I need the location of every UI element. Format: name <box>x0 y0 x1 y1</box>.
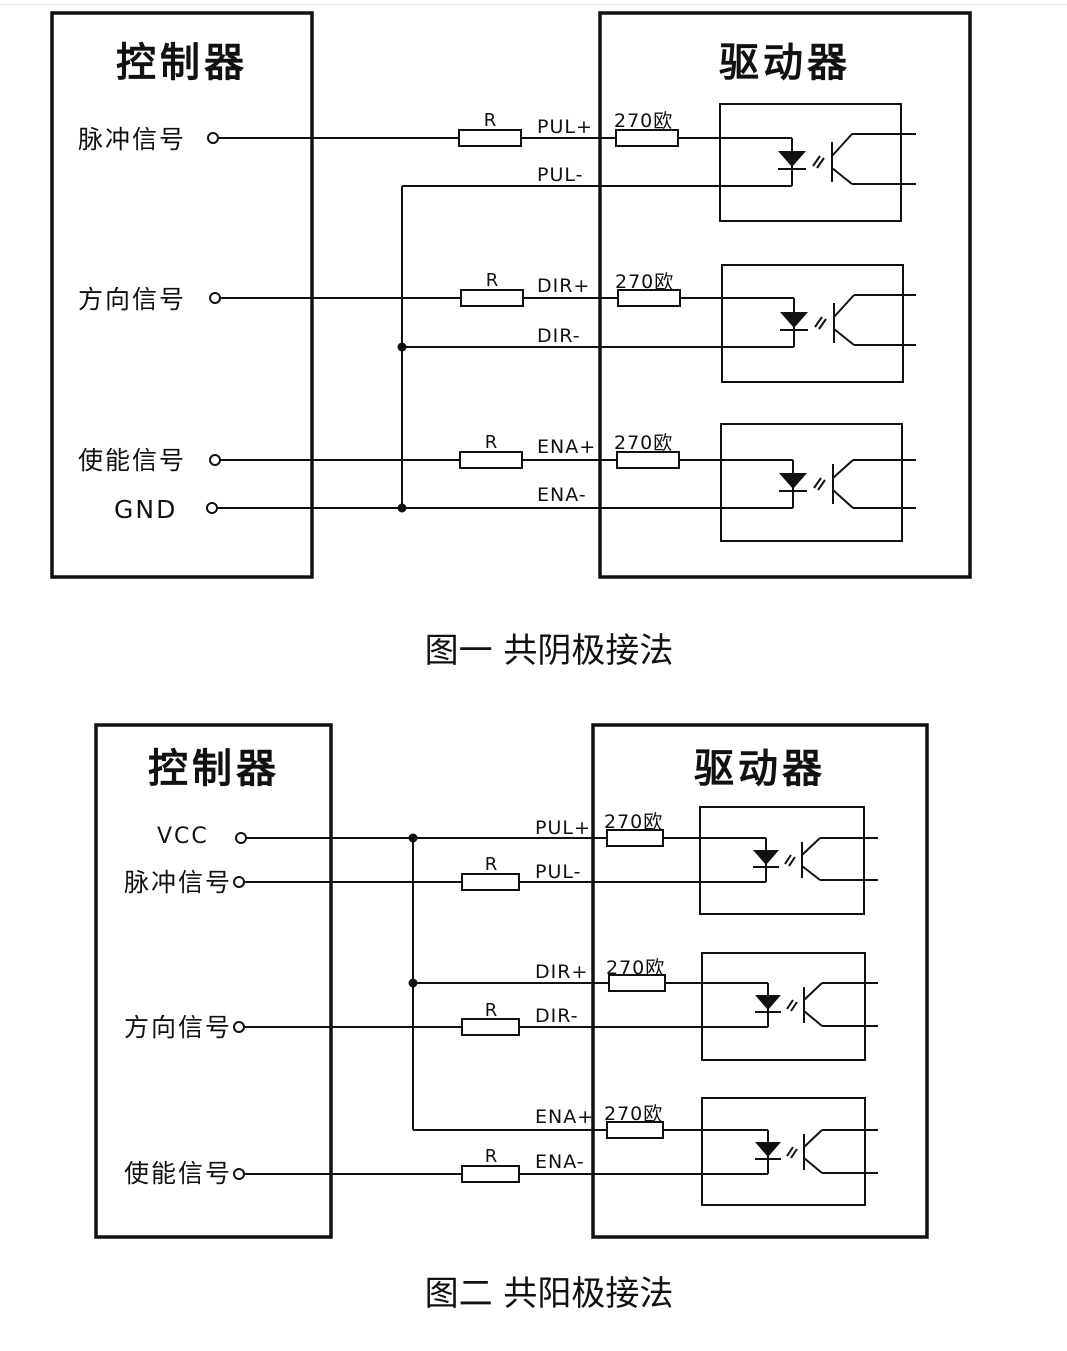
junction-dot <box>397 342 407 352</box>
resistor <box>461 1165 520 1183</box>
resistor <box>461 1018 520 1036</box>
top-rule <box>0 4 1067 5</box>
terminal <box>207 132 219 144</box>
signal-label-pulse: 脉冲信号 <box>124 868 232 897</box>
junction-dot <box>408 978 418 988</box>
signal-label-enable: 使能信号 <box>124 1159 232 1188</box>
pin-label-pul-minus: PUL- <box>537 164 583 186</box>
pin-label-dir-plus: DIR+ <box>537 275 590 297</box>
pin-label-pul-plus: PUL+ <box>537 116 593 138</box>
signal-label-vcc: VCC <box>157 824 209 849</box>
signal-label-pulse: 脉冲信号 <box>78 125 186 154</box>
internal-resistor <box>615 129 679 147</box>
signal-label-direction: 方向信号 <box>78 285 186 314</box>
controller-box <box>50 11 314 579</box>
internal-resistor-label: 270欧 <box>604 1103 663 1125</box>
resistor <box>460 289 524 307</box>
terminal <box>233 1021 245 1033</box>
internal-resistor <box>608 974 666 992</box>
pin-label-ena-minus: ENA- <box>535 1151 585 1173</box>
controller-box <box>94 723 333 1239</box>
internal-resistor <box>617 289 681 307</box>
resistor <box>461 873 520 891</box>
driver-title: 驱动器 <box>719 40 851 86</box>
internal-resistor-label: 270欧 <box>604 811 663 833</box>
driver-box <box>591 723 929 1239</box>
junction-dot <box>408 833 418 843</box>
resistor-label: R <box>485 1000 498 1021</box>
internal-resistor-label: 270欧 <box>615 271 674 293</box>
signal-label-enable: 使能信号 <box>78 446 186 475</box>
resistor-label: R <box>485 1146 498 1167</box>
internal-resistor-label: 270欧 <box>614 432 673 454</box>
signal-label-direction: 方向信号 <box>124 1013 232 1042</box>
terminal <box>206 502 218 514</box>
optocoupler-icon <box>720 423 916 542</box>
optocoupler-icon <box>721 264 916 383</box>
signal-label-gnd: GND <box>114 495 177 524</box>
resistor <box>458 129 522 147</box>
pin-label-pul-plus: PUL+ <box>535 817 591 839</box>
figure-2-common-anode: 控制器 驱动器 VCC 脉冲信号 方向信号 使能信号 R R R PUL+ PU… <box>94 723 929 1314</box>
terminal <box>209 292 221 304</box>
optocoupler-icon <box>699 806 878 915</box>
controller-title: 控制器 <box>148 746 280 792</box>
terminal <box>233 1168 245 1180</box>
resistor-label: R <box>486 270 499 291</box>
terminal <box>235 832 247 844</box>
pin-label-dir-plus: DIR+ <box>535 961 588 983</box>
caption-figure-1: 图一 共阴极接法 <box>425 631 674 671</box>
caption-figure-2: 图二 共阳极接法 <box>425 1274 674 1314</box>
internal-resistor-label: 270欧 <box>606 957 665 979</box>
resistor-label: R <box>485 854 498 875</box>
optocoupler-icon <box>719 103 916 222</box>
terminal <box>209 454 221 466</box>
optocoupler-icon <box>701 1097 878 1206</box>
resistor-label: R <box>485 432 498 453</box>
resistor <box>459 451 523 469</box>
pin-label-ena-plus: ENA+ <box>537 436 596 458</box>
pin-label-ena-minus: ENA- <box>537 484 587 506</box>
internal-resistor <box>606 829 664 847</box>
figure-1-common-cathode: 控制器 驱动器 脉冲信号 方向信号 使能信号 GND R R R PUL+ PU… <box>50 11 972 671</box>
pin-label-pul-minus: PUL- <box>535 861 581 883</box>
controller-title: 控制器 <box>116 40 248 86</box>
terminal <box>233 876 245 888</box>
resistor-label: R <box>484 110 497 131</box>
internal-resistor-label: 270欧 <box>614 110 673 132</box>
optocoupler-icon <box>701 952 878 1061</box>
pin-label-dir-minus: DIR- <box>535 1005 579 1027</box>
junction-dot <box>397 503 407 513</box>
driver-box <box>598 11 972 579</box>
pin-label-dir-minus: DIR- <box>537 325 581 347</box>
internal-resistor <box>616 451 680 469</box>
pin-label-ena-plus: ENA+ <box>535 1106 594 1128</box>
driver-title: 驱动器 <box>694 746 826 792</box>
internal-resistor <box>606 1121 664 1139</box>
